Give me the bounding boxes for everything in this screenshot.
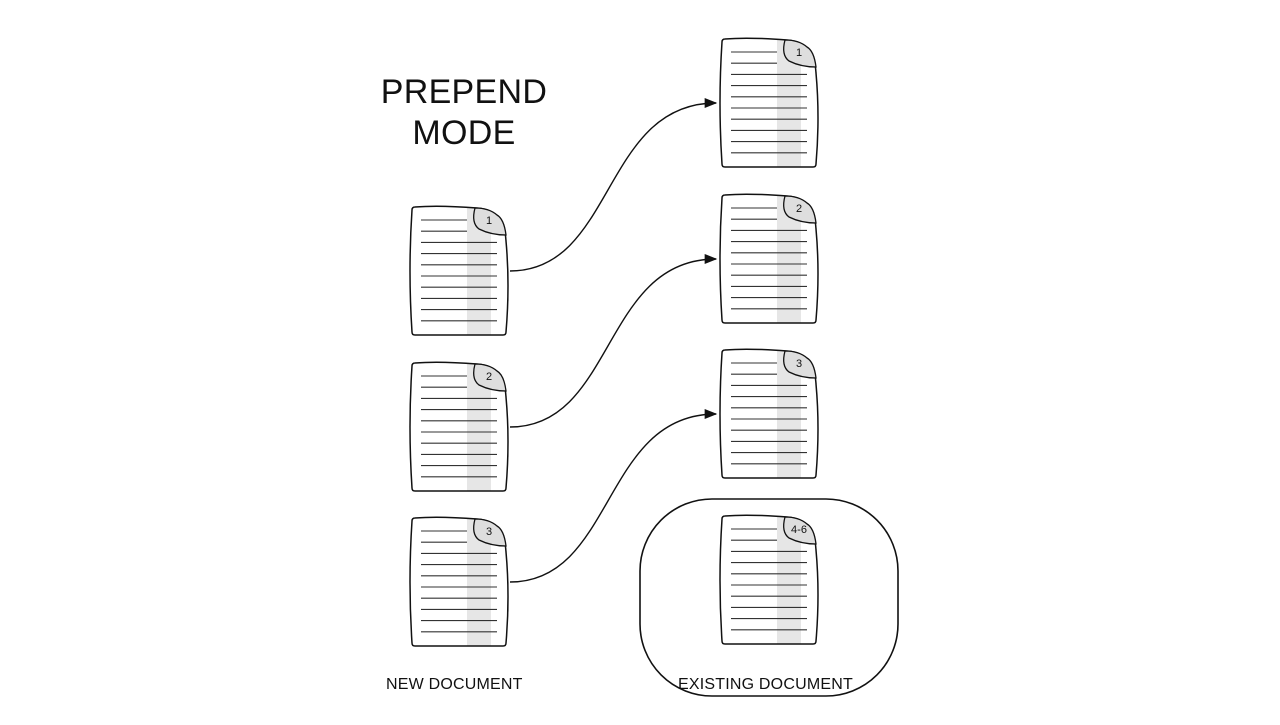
diagram-title: PREPEND MODE — [364, 72, 564, 154]
title-line-2: MODE — [412, 114, 516, 152]
result-page-3: 3 — [719, 348, 819, 479]
arrow-page-1 — [509, 97, 718, 272]
new-document-page-1-number: 1 — [486, 215, 492, 227]
arrow-page-2 — [509, 253, 718, 428]
new-document-page-3-number: 3 — [486, 526, 492, 538]
new-document-page-2-number: 2 — [486, 371, 492, 383]
title-line-1: PREPEND — [380, 73, 548, 111]
new-document-label: NEW DOCUMENT — [386, 676, 523, 693]
existing-document-enclosure — [639, 498, 899, 697]
existing-document-pages: 4-6 — [719, 514, 819, 645]
existing-document-label: EXISTING DOCUMENT — [678, 676, 853, 693]
result-page-2-number: 2 — [796, 203, 802, 215]
new-document-page-3: 3 — [409, 516, 509, 647]
result-page-1-number: 1 — [796, 47, 802, 59]
result-page-2: 2 — [719, 193, 819, 324]
new-document-page-1: 1 — [409, 205, 509, 336]
new-document-page-2: 2 — [409, 361, 509, 492]
result-page-3-number: 3 — [796, 358, 802, 370]
arrow-page-3 — [509, 408, 718, 583]
result-page-1: 1 — [719, 37, 819, 168]
existing-document-pages-number: 4-6 — [791, 524, 807, 536]
